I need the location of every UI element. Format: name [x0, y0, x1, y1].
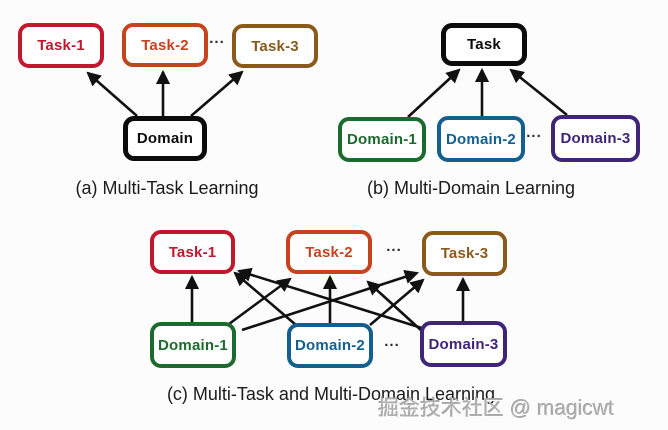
node-b-task: Task — [441, 23, 527, 66]
node-b-domain-2: Domain-2 — [437, 116, 525, 162]
ellipsis-a-0: ... — [209, 30, 225, 47]
node-c-task-1: Task-1 — [150, 230, 235, 274]
watermark-text: 掘金技术社区 @ magicwt — [378, 397, 615, 420]
node-a-task-1: Task-1 — [18, 23, 104, 68]
node-c-domain-1: Domain-1 — [150, 322, 236, 368]
node-c-task-2: Task-2 — [286, 230, 372, 274]
node-c-task-3: Task-3 — [422, 231, 507, 276]
node-a-task-3: Task-3 — [232, 24, 318, 68]
node-c-domain-2: Domain-2 — [287, 323, 373, 368]
node-a-domain: Domain — [123, 116, 207, 161]
ellipsis-c-0: ... — [386, 238, 402, 255]
caption-multi-task-multi-domain-learning: (c) Multi-Task and Multi-Domain Learning — [166, 384, 496, 404]
node-c-domain-3: Domain-3 — [420, 321, 507, 367]
node-a-task-2: Task-2 — [122, 23, 208, 67]
caption-multi-task-learning: (a) Multi-Task Learning — [75, 178, 259, 198]
ellipsis-b-0: ... — [526, 124, 542, 141]
ellipsis-c-1: ... — [384, 333, 400, 350]
caption-multi-domain-learning: (b) Multi-Domain Learning — [366, 178, 576, 198]
node-b-domain-3: Domain-3 — [551, 115, 640, 162]
node-b-domain-1: Domain-1 — [338, 117, 426, 162]
